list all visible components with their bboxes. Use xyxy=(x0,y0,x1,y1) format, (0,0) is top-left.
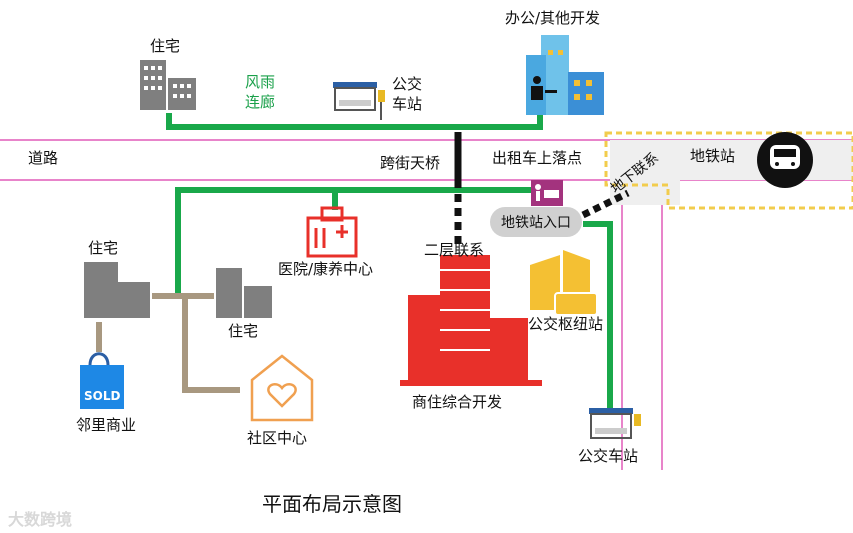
label-hospital: 医院/康养中心 xyxy=(278,260,374,278)
residential-icon xyxy=(140,60,196,110)
sold-text: SOLD xyxy=(84,389,121,403)
bus-hub-icon xyxy=(530,250,598,316)
label-metro-station: 地铁站 xyxy=(690,147,736,165)
label-corridor-1: 风雨 xyxy=(245,73,276,91)
residential-icon xyxy=(84,262,150,318)
shopping-bag-icon xyxy=(80,352,124,409)
bus-stop-icon xyxy=(589,408,641,439)
label-road: 道路 xyxy=(28,149,59,167)
bus-stop-icon xyxy=(333,82,385,120)
label-bus-stop-top-1: 公交 xyxy=(392,75,423,93)
office-icon xyxy=(526,35,604,115)
diagram-title: 平面布局示意图 xyxy=(262,492,402,516)
green-corridor xyxy=(166,110,613,410)
label-mixed-use: 商住综合开发 xyxy=(412,393,503,411)
label-bus-stop-top-2: 车站 xyxy=(392,95,423,113)
label-neighborhood-retail: 邻里商业 xyxy=(76,416,137,434)
label-residential-left: 住宅 xyxy=(88,239,119,257)
watermark: 大数跨境 xyxy=(8,510,73,529)
residential-icon xyxy=(216,268,272,318)
label-skybridge: 跨街天桥 xyxy=(380,154,441,172)
hospital-icon xyxy=(306,206,358,258)
metro-entrance-badge: 地铁站入口 xyxy=(490,207,582,237)
label-corridor-2: 连廊 xyxy=(245,93,276,111)
label-residential-mid: 住宅 xyxy=(228,322,259,340)
label-community-center: 社区中心 xyxy=(247,429,308,447)
label-office: 办公/其他开发 xyxy=(505,9,601,27)
mixed-use-building-icon xyxy=(400,255,542,386)
label-bus-stop-bottom: 公交车站 xyxy=(578,447,639,465)
taxi-icon xyxy=(531,180,563,206)
skybridge-link xyxy=(454,132,630,250)
label-residential-top: 住宅 xyxy=(150,37,181,55)
label-bus-hub: 公交枢纽站 xyxy=(528,315,604,333)
community-path xyxy=(96,293,240,393)
heart-house-icon xyxy=(250,354,314,422)
label-second-floor-link: 二层联系 xyxy=(424,241,485,259)
metro-icon xyxy=(757,132,813,188)
label-taxi: 出租车上落点 xyxy=(492,149,583,167)
